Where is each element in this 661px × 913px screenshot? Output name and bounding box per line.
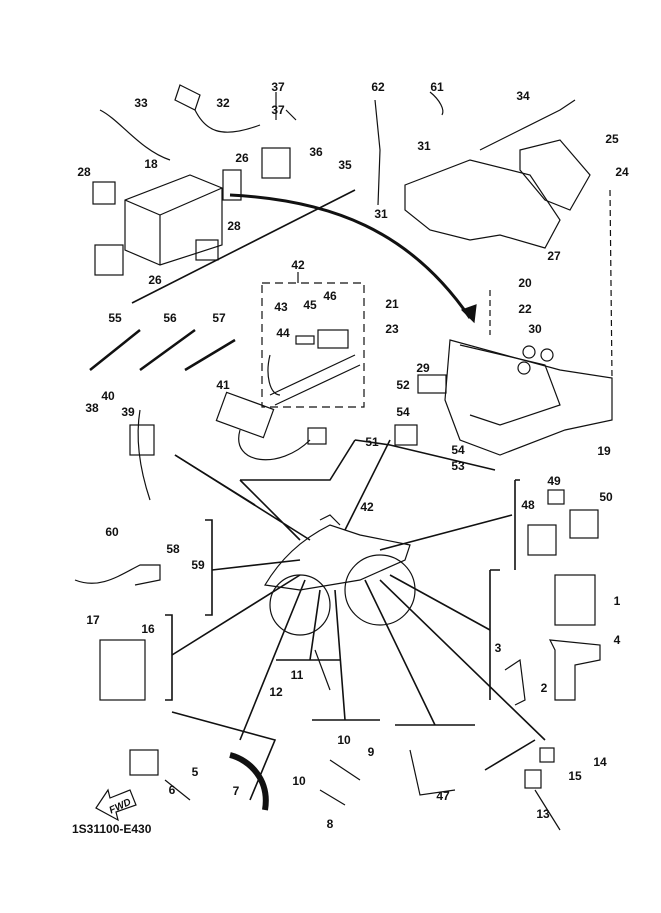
part-callout-37: 37 (271, 80, 285, 94)
part-callout-25: 25 (605, 132, 619, 146)
part-callout-19: 19 (597, 444, 611, 458)
part-callout-18: 18 (144, 157, 158, 171)
part-callout-53: 53 (451, 459, 465, 473)
part-callout-48: 48 (521, 498, 535, 512)
part-callout-54: 54 (396, 405, 410, 419)
part-callout-56: 56 (163, 311, 177, 325)
part-callout-22: 22 (518, 302, 532, 316)
part-callout-52: 52 (396, 378, 410, 392)
part-callout-6: 6 (168, 783, 176, 797)
part-callout-4: 4 (613, 633, 621, 647)
diagram-code: 1S31100-E430 (72, 822, 152, 836)
part-callout-1: 1 (613, 594, 621, 608)
part-callout-43: 43 (274, 300, 288, 314)
part-callout-30: 30 (528, 322, 542, 336)
part-callout-38: 38 (85, 401, 99, 415)
part-callout-41: 41 (216, 378, 230, 392)
part-callout-24: 24 (615, 165, 629, 179)
part-callout-28: 28 (77, 165, 91, 179)
part-callout-50: 50 (599, 490, 613, 504)
part-callout-51: 51 (365, 435, 379, 449)
fwd-arrow-icon (95, 788, 137, 822)
part-callout-31: 31 (374, 207, 388, 221)
part-callout-12: 12 (269, 685, 283, 699)
part-callout-3: 3 (494, 641, 502, 655)
routing-arrow (229, 193, 472, 319)
part-callout-57: 57 (212, 311, 226, 325)
part-callout-42: 42 (360, 500, 374, 514)
part-callout-28: 28 (227, 219, 241, 233)
battery-box (444, 339, 613, 456)
part-callout-8: 8 (326, 817, 334, 831)
part-callout-31: 31 (417, 139, 431, 153)
part-callout-49: 49 (547, 474, 561, 488)
part-callout-27: 27 (547, 249, 561, 263)
part-callout-32: 32 (216, 96, 230, 110)
part-callout-58: 58 (166, 542, 180, 556)
part-callout-23: 23 (385, 322, 399, 336)
part-callout-10: 10 (292, 774, 306, 788)
part-callout-55: 55 (108, 311, 122, 325)
part-callout-2: 2 (540, 681, 548, 695)
part-callout-14: 14 (593, 755, 607, 769)
part-callout-17: 17 (86, 613, 100, 627)
part-callout-44: 44 (276, 326, 290, 340)
part-callout-16: 16 (141, 622, 155, 636)
part-callout-35: 35 (338, 158, 352, 172)
part-callout-61: 61 (430, 80, 444, 94)
battery-tray (404, 159, 561, 249)
part-callout-59: 59 (191, 558, 205, 572)
part-callout-21: 21 (385, 297, 399, 311)
part-callout-39: 39 (121, 405, 135, 419)
part-callout-46: 46 (323, 289, 337, 303)
part-callout-11: 11 (290, 668, 304, 682)
part-callout-10: 10 (337, 733, 351, 747)
part-callout-62: 62 (371, 80, 385, 94)
part-callout-29: 29 (416, 361, 430, 375)
part-callout-5: 5 (191, 765, 199, 779)
part-callout-40: 40 (101, 389, 115, 403)
battery (92, 169, 242, 276)
motorcycle-outline (264, 514, 416, 636)
part-callout-34: 34 (516, 89, 530, 103)
part-callout-47: 47 (436, 789, 450, 803)
part-callout-33: 33 (134, 96, 148, 110)
part-callout-54: 54 (451, 443, 465, 457)
part-callout-7: 7 (232, 784, 240, 798)
part-callout-13: 13 (536, 807, 550, 821)
part-callout-15: 15 (568, 769, 582, 783)
part-callout-36: 36 (309, 145, 323, 159)
fuse-box-group (261, 282, 365, 408)
part-callout-20: 20 (518, 276, 532, 290)
part-callout-9: 9 (367, 745, 375, 759)
group-brackets (131, 189, 536, 801)
part-callout-37: 37 (271, 103, 285, 117)
part-callout-60: 60 (105, 525, 119, 539)
part-callout-45: 45 (303, 298, 317, 312)
fwd-label: FWD (108, 797, 133, 817)
part-callout-42: 42 (291, 258, 305, 272)
part-callout-26: 26 (148, 273, 162, 287)
part-callout-26: 26 (235, 151, 249, 165)
